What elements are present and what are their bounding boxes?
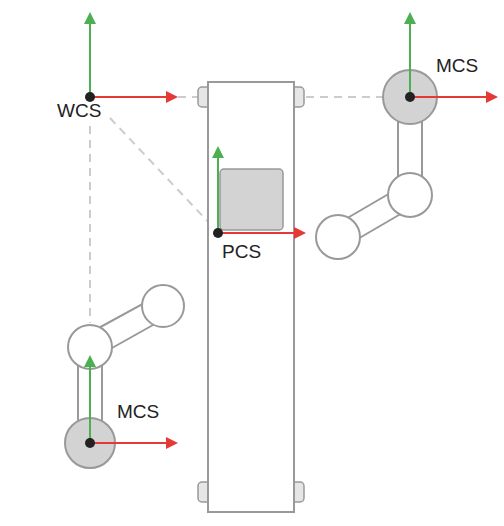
- frame-label: MCS: [117, 401, 159, 423]
- y-axis: [409, 24, 411, 97]
- arrow-head: [84, 12, 96, 24]
- origin-dot: [85, 438, 95, 448]
- frame-label: WCS: [57, 100, 101, 122]
- origin-dot: [213, 228, 223, 238]
- arrow-head: [486, 91, 498, 103]
- frame-label: MCS: [436, 55, 478, 77]
- arrow-head: [84, 355, 96, 367]
- part-box: [220, 169, 283, 230]
- conveyor-belt: [208, 82, 294, 512]
- robot-joint: [68, 325, 112, 369]
- x-axis: [218, 232, 294, 234]
- robot-joint: [142, 285, 184, 327]
- axis-frame: [84, 355, 178, 449]
- x-axis: [410, 96, 486, 98]
- arrow-head: [212, 146, 224, 158]
- dashed-line: [306, 96, 382, 98]
- frame-label: PCS: [222, 241, 261, 263]
- arrow-head: [294, 227, 306, 239]
- axis-frame: [212, 146, 306, 239]
- y-axis: [217, 158, 219, 233]
- arrow-head: [404, 12, 416, 24]
- robot-joint: [388, 173, 432, 217]
- dashed-line: [110, 118, 213, 227]
- axis-frame: [404, 12, 498, 103]
- arrow-head: [166, 91, 178, 103]
- arrow-head: [166, 437, 178, 449]
- y-axis: [89, 24, 91, 97]
- x-axis: [90, 442, 166, 444]
- robot-joint: [316, 215, 360, 259]
- dashed-line: [89, 126, 91, 323]
- y-axis: [89, 367, 91, 443]
- x-axis: [90, 96, 166, 98]
- origin-dot: [405, 92, 415, 102]
- axis-frame: [84, 12, 178, 103]
- dashed-line: [178, 96, 198, 98]
